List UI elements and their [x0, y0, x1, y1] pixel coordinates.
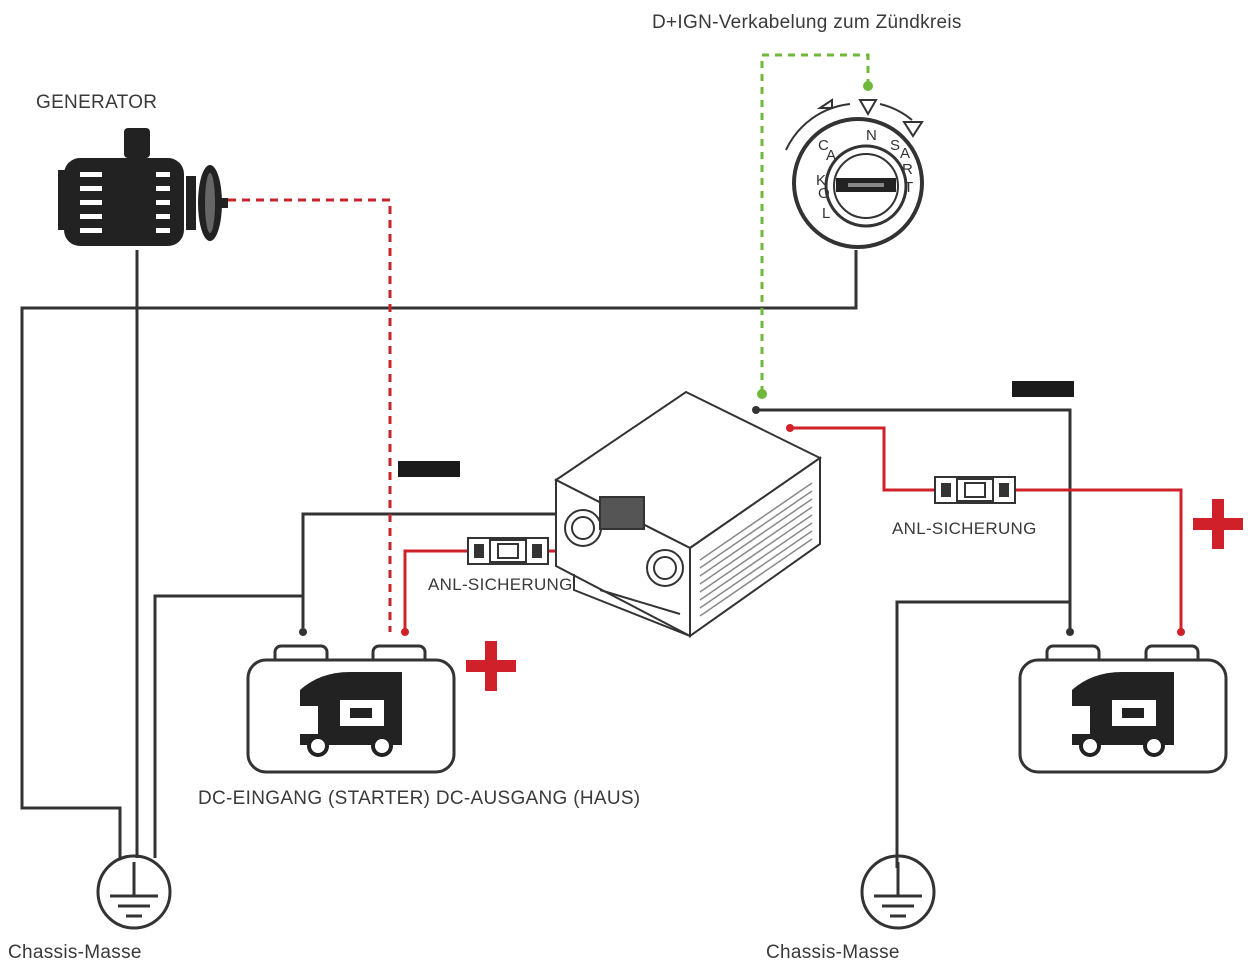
anl-fuse-right-label: ANL-SICHERUNG	[892, 519, 1037, 538]
ignition-wire	[757, 53, 873, 399]
ignition-letter-start: S	[890, 137, 900, 154]
ignition-letter-lock: L	[822, 205, 830, 222]
junction-dot	[786, 424, 794, 432]
generator-label: GENERATOR	[36, 92, 158, 113]
plus-marker-right	[1193, 499, 1243, 549]
house-battery	[1018, 644, 1228, 774]
anl-fuse-left	[467, 537, 549, 565]
junction-dot	[1177, 628, 1185, 636]
ignition-letter-n: N	[866, 127, 877, 144]
camper-icon	[1072, 672, 1174, 757]
ignition-letter-acc: C	[818, 137, 829, 154]
ignition-letter-start: T	[904, 179, 913, 196]
ground-wires	[20, 250, 1072, 868]
junction-dot	[401, 628, 409, 636]
anl-fuse-right	[934, 476, 1016, 504]
ground-symbol-left	[96, 854, 172, 930]
junction-dot	[1066, 628, 1074, 636]
plus-marker-left	[466, 641, 516, 691]
dc-input-output-label: DC-EINGANG (STARTER) DC-AUSGANG (HAUS)	[198, 788, 641, 809]
ignition-letter-acc: A	[826, 147, 836, 164]
generator-signal-wire	[228, 198, 392, 632]
starter-battery	[246, 644, 456, 774]
ground-symbol-right	[860, 854, 936, 930]
junction-dot	[299, 628, 307, 636]
ignition-letter-lock: K	[816, 172, 826, 189]
ignition-letter-lock: O	[818, 185, 830, 202]
dc-dc-converter	[554, 390, 822, 638]
chassis-ground-right-label: Chassis-Masse	[766, 942, 900, 963]
minus-marker-left	[398, 461, 460, 477]
ignition-letter-start: R	[902, 161, 913, 178]
generator-icon	[58, 128, 228, 246]
chassis-ground-left-label: Chassis-Masse	[8, 942, 142, 963]
ignition-wiring-label: D+IGN-Verkabelung zum Zündkreis	[652, 12, 962, 33]
ignition-letter-start: A	[900, 145, 910, 162]
ignition-switch-icon: C A K O L N S A R T	[785, 98, 924, 270]
junction-dot	[752, 406, 760, 414]
minus-marker-right	[1012, 381, 1074, 397]
anl-fuse-left-label: ANL-SICHERUNG	[428, 575, 573, 594]
camper-icon	[300, 672, 402, 757]
